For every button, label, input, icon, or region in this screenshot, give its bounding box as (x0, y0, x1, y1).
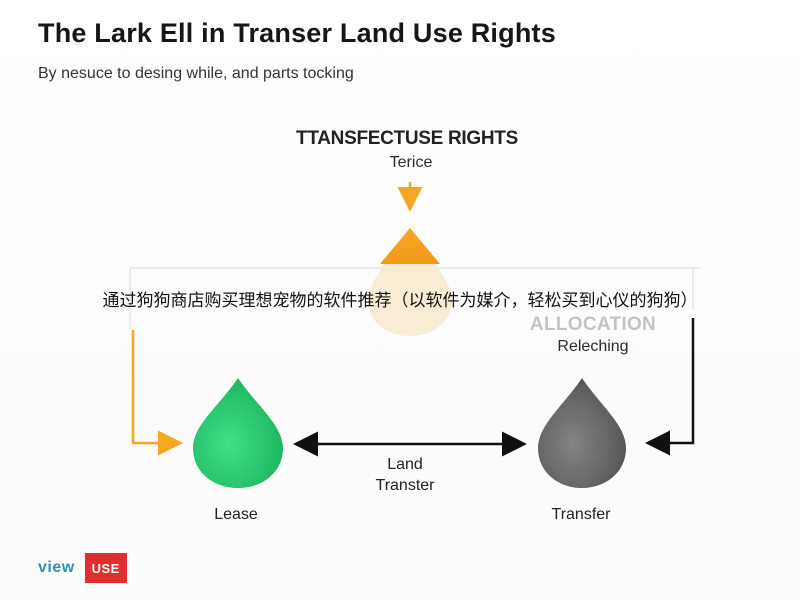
allocation-heading: ALLOCATION (529, 314, 657, 335)
allocation-sub: Releching (557, 338, 629, 355)
connector-label: Land Transter (376, 454, 435, 496)
top-node-sub: Terice (389, 154, 433, 171)
page-subtitle: By nesuce to desing while, and parts toc… (38, 65, 354, 82)
connector-label-line2: Transter (375, 477, 435, 494)
top-node-heading: TTANSFECTUSE RIGHTS (296, 128, 518, 149)
green-drop-icon (193, 378, 283, 488)
gray-drop-icon (538, 378, 626, 488)
connector-label-line1: Land (387, 456, 423, 473)
logo-text: view (38, 559, 75, 576)
orange-drop-icon (368, 228, 452, 336)
footer-logo[interactable]: view USE (38, 553, 127, 583)
lease-label: Lease (214, 506, 258, 523)
transfer-label: Transfer (551, 506, 611, 523)
connector-left (131, 330, 183, 456)
overlay-banner: 通过狗狗商店购买理想宠物的软件推荐（以软件为媒介，轻松买到心仪的狗狗） (102, 291, 698, 311)
connector-right (645, 318, 695, 456)
page-title: The Lark Ell in Transer Land Use Rights (38, 18, 556, 48)
logo-badge: USE (84, 553, 127, 583)
